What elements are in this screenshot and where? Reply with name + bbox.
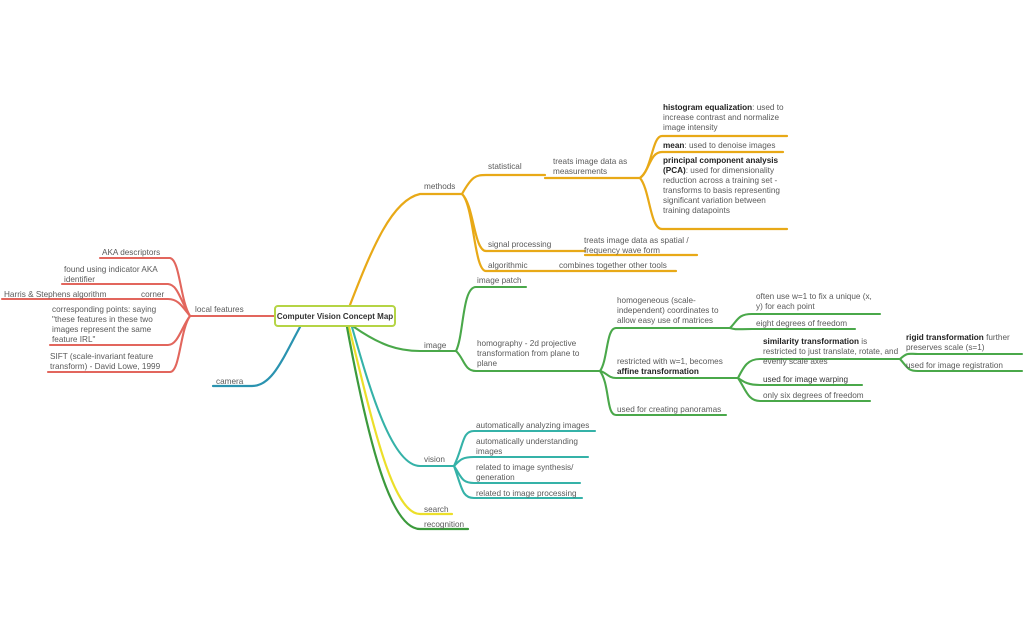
node-similarity[interactable]: similarity transformation is restricted …	[763, 337, 903, 367]
pca-bold: principal component analysis (PCA)	[663, 156, 779, 175]
node-vision-processing[interactable]: related to image processing	[476, 489, 577, 498]
node-pca[interactable]: principal component analysis (PCA): used…	[663, 156, 781, 216]
similarity-bold: similarity transformation	[763, 337, 859, 346]
search-branch-line	[347, 325, 454, 516]
node-image-registration[interactable]: used for image registration	[906, 361, 1003, 370]
node-local-features[interactable]: local features	[195, 305, 244, 314]
node-six-dof[interactable]: only six degrees of freedom	[763, 391, 864, 400]
node-vision[interactable]: vision	[424, 455, 445, 464]
node-panoramas[interactable]: used for creating panoramas	[617, 405, 722, 414]
node-camera[interactable]: camera	[216, 377, 244, 386]
node-methods[interactable]: methods	[424, 182, 456, 191]
pca-text: : used for dimensionality reduction acro…	[663, 166, 780, 215]
node-sift[interactable]: SIFT (scale-invariant feature transform)…	[50, 352, 161, 371]
node-vision-analyzing[interactable]: automatically analyzing images	[476, 421, 590, 430]
node-histogram-equalization[interactable]: histogram equalization: used to increase…	[663, 103, 787, 133]
node-recognition[interactable]: recognition	[424, 520, 465, 529]
recognition-branch-line	[345, 325, 470, 531]
node-algorithmic-desc[interactable]: combines together other tools	[559, 261, 667, 270]
node-statistical-desc[interactable]: treats image data as measurements	[553, 157, 628, 176]
image-branch-lines	[352, 285, 1024, 417]
affine-prefix: restricted with w=1, becomes	[617, 357, 723, 366]
node-homography[interactable]: homography - 2d projective transformatio…	[477, 339, 580, 368]
node-image[interactable]: image	[424, 341, 447, 350]
histogram-text: : used to increase contrast and normaliz…	[663, 103, 784, 132]
node-algorithmic[interactable]: algorithmic	[488, 261, 528, 270]
methods-branch-lines	[348, 134, 789, 307]
node-statistical[interactable]: statistical	[488, 162, 522, 171]
rigid-bold: rigid transformation	[906, 333, 984, 342]
node-mean[interactable]: mean: used to denoise images	[663, 141, 787, 151]
vision-branch-lines	[350, 325, 597, 500]
node-search[interactable]: search	[424, 505, 449, 514]
node-homogeneous[interactable]: homogeneous (scale-independent) coordina…	[617, 296, 719, 325]
node-corner[interactable]: corner	[141, 290, 165, 299]
similarity-text: is restricted to just translate, rotate,…	[763, 337, 899, 366]
node-signal-processing[interactable]: signal processing	[488, 240, 552, 249]
mean-text: : used to denoise images	[684, 141, 776, 150]
node-eight-dof[interactable]: eight degrees of freedom	[756, 319, 848, 328]
node-w-equals-1[interactable]: often use w=1 to fix a unique (x, y) for…	[756, 292, 872, 311]
node-image-warping[interactable]: used for image warping	[763, 375, 849, 384]
rigid-text: further preserves scale (s=1)	[906, 333, 1010, 352]
node-affine[interactable]: restricted with w=1, becomes affine tran…	[617, 357, 739, 377]
node-corresponding-points[interactable]: corresponding points: saying "these feat…	[52, 305, 157, 344]
camera-branch-line	[211, 325, 302, 388]
affine-bold: affine transformation	[617, 367, 699, 376]
node-image-patch[interactable]: image patch	[477, 276, 522, 285]
node-vision-synthesis[interactable]: related to image synthesis/ generation	[476, 463, 574, 482]
node-signal-desc[interactable]: treats image data as spatial / frequency…	[584, 236, 689, 255]
node-found-using[interactable]: found using indicator AKA identifier	[64, 265, 158, 284]
local-features-branch-lines	[0, 256, 276, 374]
root-node[interactable]: Computer Vision Concept Map	[274, 305, 396, 327]
node-vision-understanding[interactable]: automatically understanding images	[476, 437, 578, 456]
node-aka-descriptors[interactable]: AKA descriptors	[102, 248, 161, 257]
node-rigid[interactable]: rigid transformation further preserves s…	[906, 333, 1024, 353]
histogram-bold: histogram equalization	[663, 103, 753, 112]
mean-bold: mean	[663, 141, 685, 150]
node-harris-stephens[interactable]: Harris & Stephens algorithm	[4, 290, 107, 299]
